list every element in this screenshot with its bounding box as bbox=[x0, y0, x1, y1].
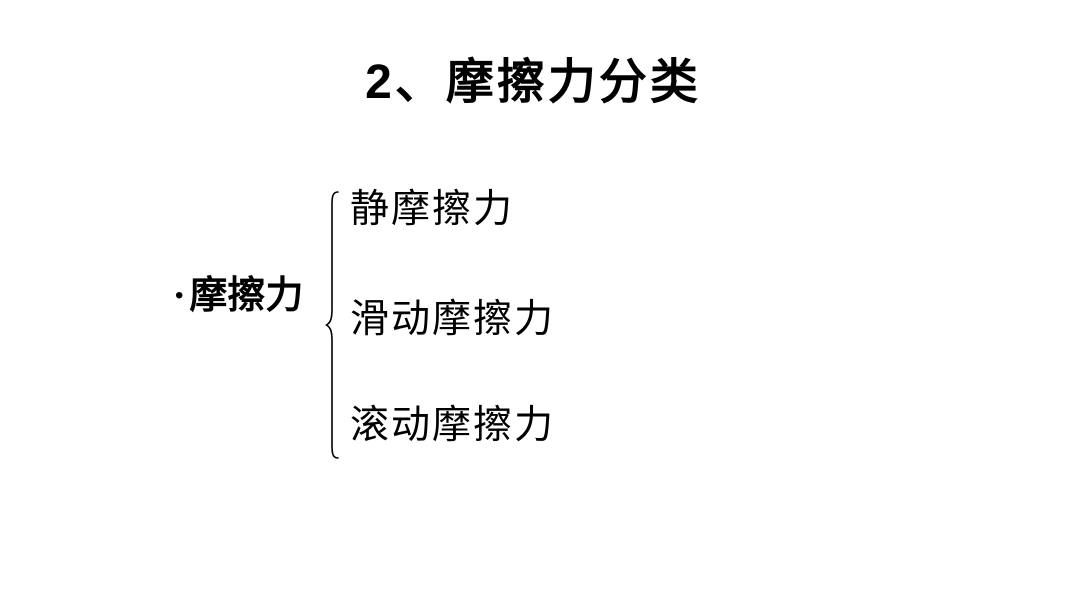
branch-label-static-friction: 静摩擦力 bbox=[350, 188, 515, 231]
branch-label-rolling-friction: 滚动摩擦力 bbox=[350, 404, 556, 447]
bullet-marker-icon: • bbox=[175, 282, 184, 309]
branch-label-sliding-friction: 滑动摩擦力 bbox=[350, 298, 556, 341]
bullet-item-label: 摩擦力 bbox=[189, 275, 304, 317]
left-curly-brace-icon bbox=[324, 191, 339, 459]
bullet-item: • 摩擦力 bbox=[175, 273, 303, 319]
slide-title: 2、摩擦力分类 bbox=[365, 56, 701, 109]
